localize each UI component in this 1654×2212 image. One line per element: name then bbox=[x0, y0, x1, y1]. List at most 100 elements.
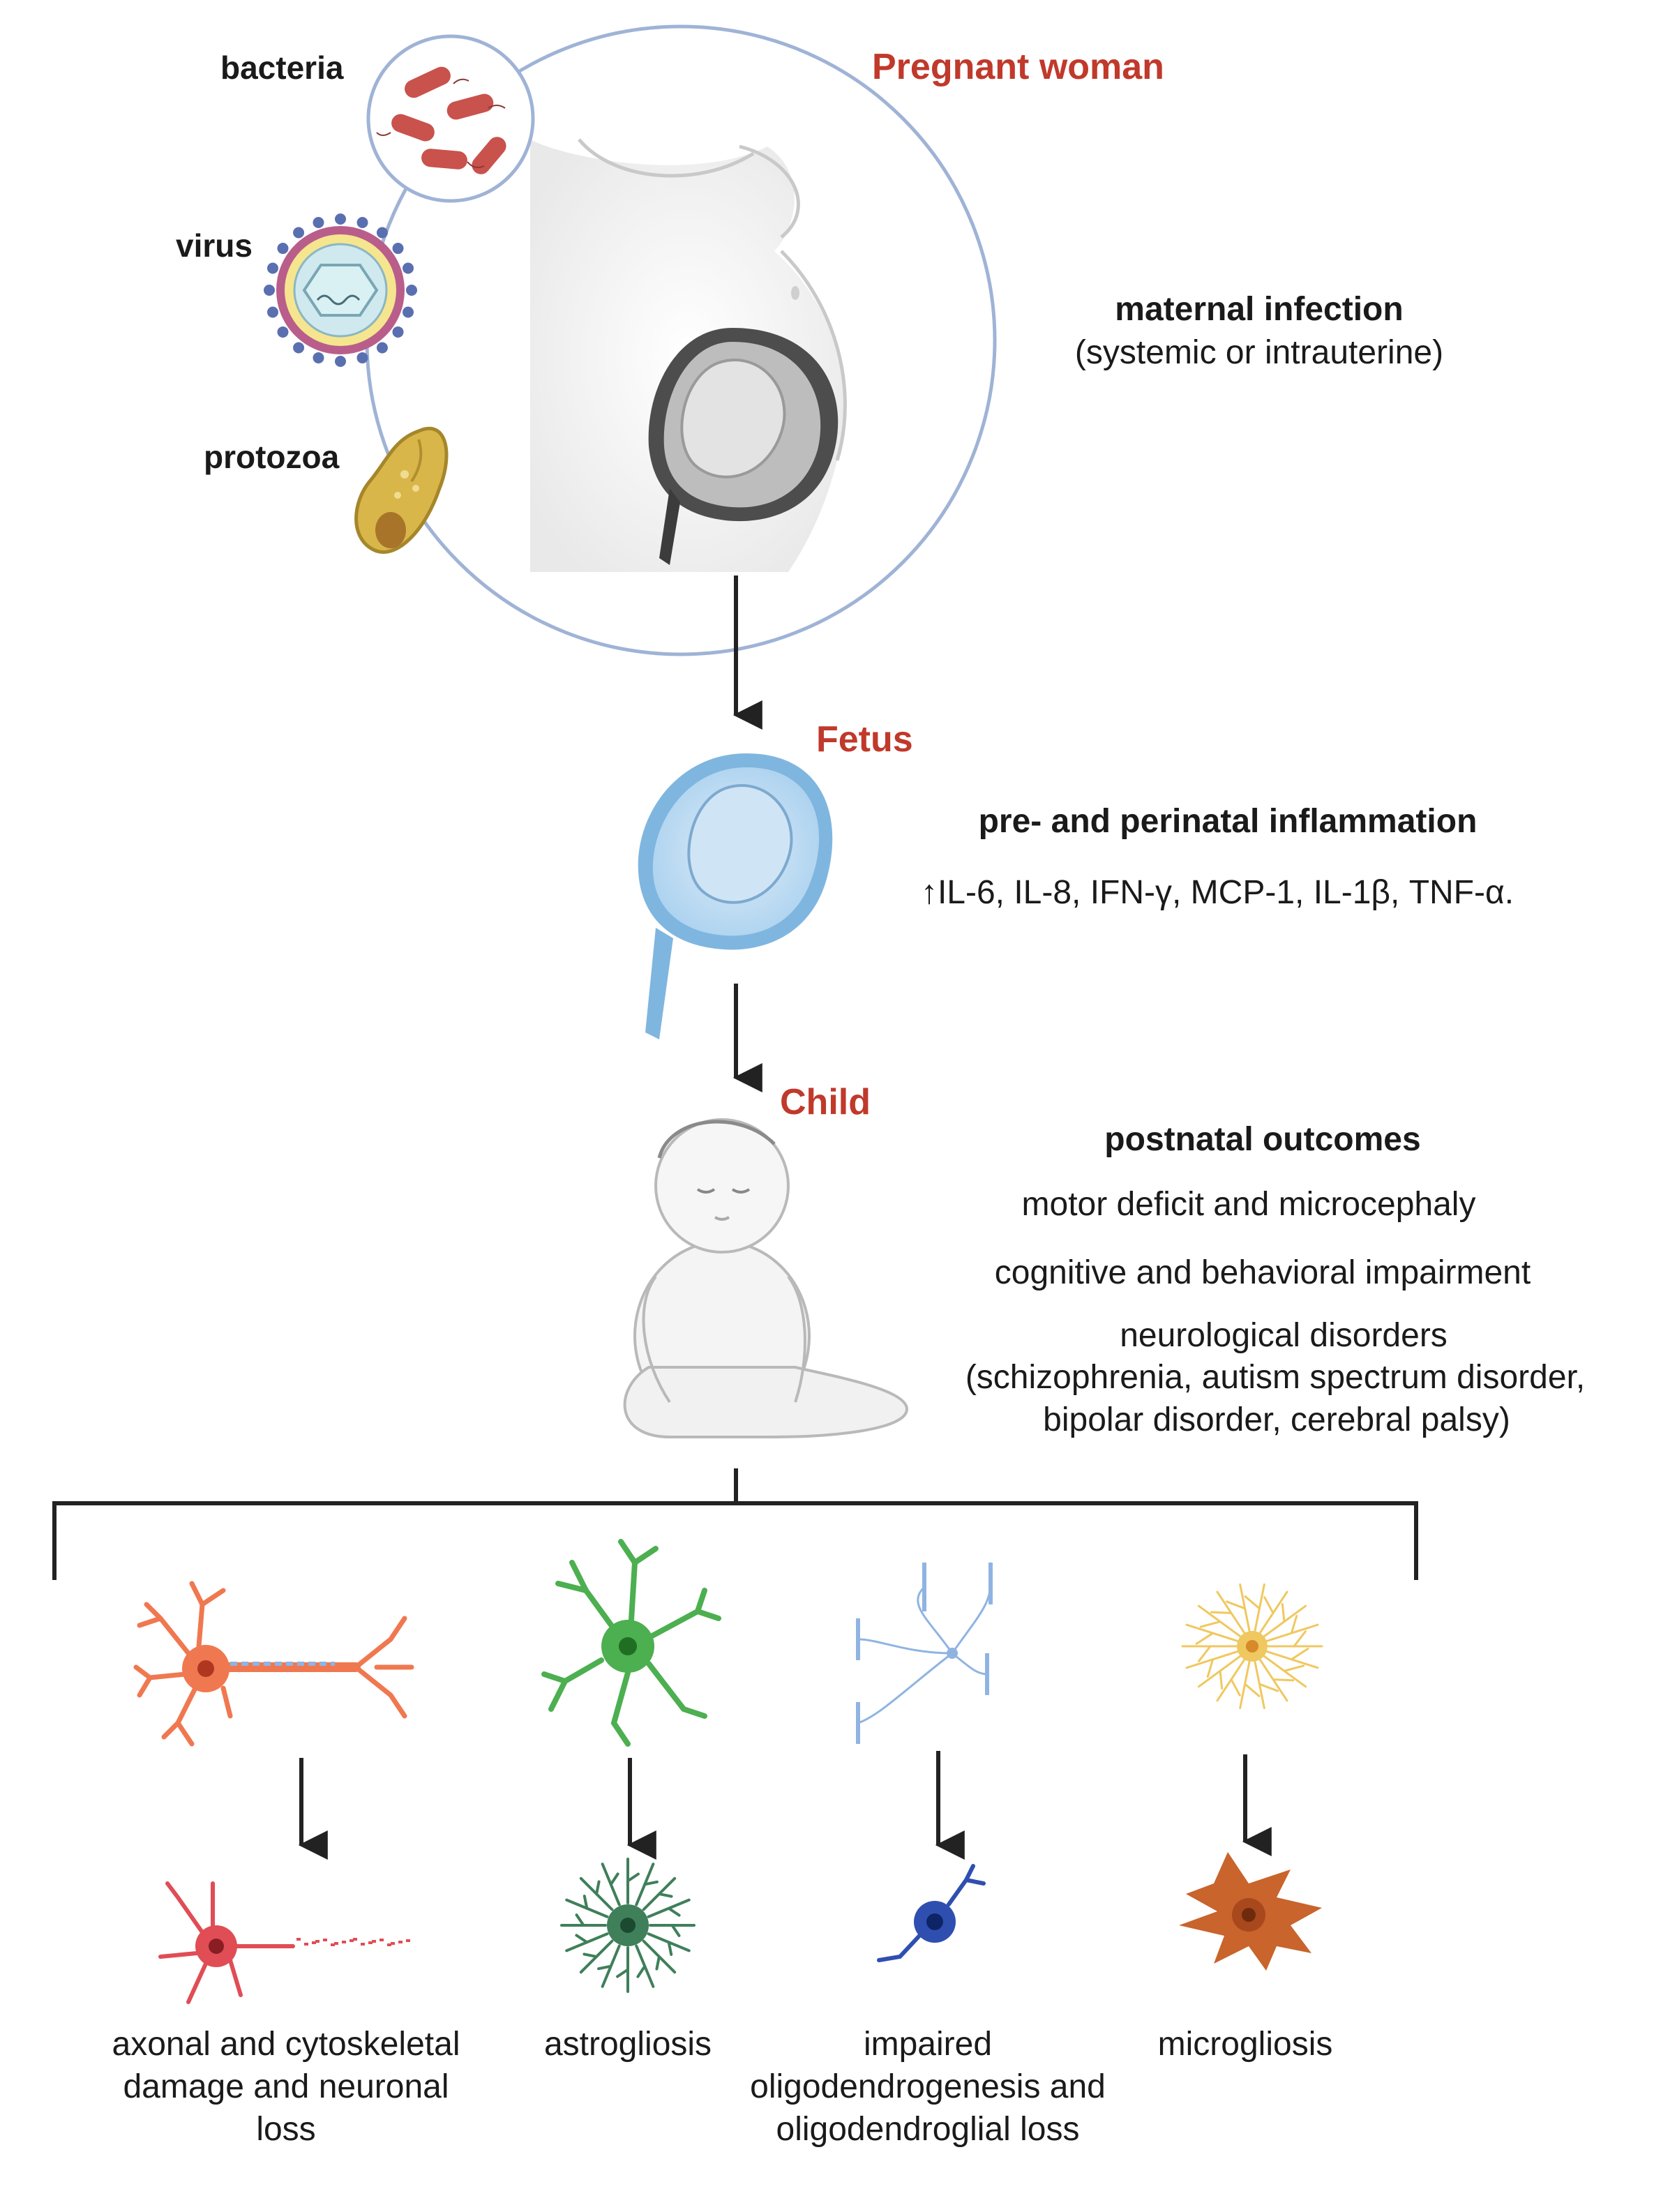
axon-fragment bbox=[323, 1939, 327, 1941]
axon-fragment bbox=[353, 1938, 357, 1941]
postnatal-outcome-neurological: neurological disorders bbox=[1120, 1317, 1448, 1354]
virus-spike bbox=[266, 306, 278, 318]
astrocyte-process bbox=[649, 1924, 696, 1937]
maternal-infection-subtitle: (systemic or intrauterine) bbox=[1074, 334, 1444, 371]
microglia-process bbox=[1210, 1590, 1247, 1636]
virus-spike bbox=[376, 227, 388, 239]
fetus-title: Fetus bbox=[816, 719, 913, 760]
astrocyte-process bbox=[647, 1932, 691, 1956]
maternal-infection-heading: maternal infection bbox=[1115, 291, 1404, 328]
astrocyte-process bbox=[597, 1944, 621, 1988]
cytokine-list: ↑IL-6, IL-8, IFN-γ, MCP-1, IL-1β, TNF-α. bbox=[920, 874, 1514, 911]
protozoa-illustration bbox=[354, 426, 449, 554]
axon-fragment bbox=[406, 1939, 410, 1942]
microglia-process bbox=[1181, 1645, 1240, 1662]
pregnant-woman-title: Pregnant woman bbox=[872, 47, 1164, 87]
virus-spike bbox=[403, 262, 414, 274]
astrocyte-process bbox=[626, 1858, 640, 1904]
microglia-process bbox=[1225, 1583, 1251, 1634]
microglia-process bbox=[1258, 1590, 1288, 1636]
reactive-microglia-illustration bbox=[1179, 1852, 1322, 1971]
microglia-process bbox=[1265, 1630, 1323, 1648]
axon-fragment bbox=[361, 1943, 365, 1946]
impaired-oligodendrocyte-illustration bbox=[877, 1864, 986, 1962]
virus-spike bbox=[392, 326, 404, 338]
virus-spike bbox=[356, 352, 368, 364]
bracket-connector bbox=[52, 1468, 1418, 1580]
virus-spike bbox=[406, 285, 417, 296]
reactive-astrocyte-illustration bbox=[560, 1858, 696, 1993]
virus-spike bbox=[403, 306, 414, 318]
astrocyte-process bbox=[601, 1863, 621, 1906]
virus-spike bbox=[376, 342, 388, 354]
neuronal-loss-label: axonal and cytoskeletal damage and neuro… bbox=[112, 2026, 460, 2148]
postnatal-outcome-neurological-list-2: bipolar disorder, cerebral palsy) bbox=[1043, 1401, 1510, 1438]
astrocyte-process bbox=[565, 1932, 609, 1953]
microglia-illustration bbox=[1181, 1583, 1323, 1710]
axon-fragment bbox=[331, 1943, 335, 1946]
axon-fragment bbox=[334, 1942, 338, 1945]
virus-spike bbox=[277, 243, 289, 255]
virus-spike bbox=[293, 342, 305, 354]
virus-spike bbox=[335, 356, 346, 367]
pregnant-woman-illustration bbox=[530, 138, 847, 572]
virus-spike bbox=[277, 326, 289, 338]
astrocyte-process bbox=[616, 1946, 629, 1993]
astrocyte-illustration bbox=[541, 1539, 721, 1747]
neuron-healthy-illustration bbox=[133, 1581, 414, 1747]
fetus-illustration bbox=[638, 753, 833, 1039]
axon-fragment bbox=[342, 1941, 346, 1943]
virus-illustration bbox=[264, 213, 417, 367]
astrocyte-process bbox=[579, 1939, 614, 1974]
virus-spike bbox=[266, 262, 278, 274]
astrocyte-process bbox=[642, 1939, 677, 1974]
axon-fragment bbox=[379, 1939, 384, 1941]
microglia-process bbox=[1197, 1654, 1243, 1690]
astrocyte-process bbox=[635, 1944, 655, 1988]
astrocyte-process bbox=[565, 1895, 609, 1918]
protozoa-label: protozoa bbox=[204, 439, 340, 475]
axon-fragment bbox=[368, 1941, 373, 1944]
child-title: Child bbox=[780, 1082, 871, 1122]
virus-label: virus bbox=[176, 227, 253, 264]
microglia-process bbox=[1258, 1657, 1295, 1702]
bacteria-illustration bbox=[366, 34, 535, 203]
oligodendrocyte-illustration bbox=[856, 1563, 993, 1744]
astrogliosis-label: astrogliosis bbox=[543, 2026, 712, 2063]
microglia-process bbox=[1264, 1614, 1319, 1643]
axon-fragment bbox=[372, 1940, 376, 1943]
virus-spike bbox=[335, 213, 346, 225]
microglia-process bbox=[1185, 1650, 1240, 1678]
microglia-process bbox=[1261, 1602, 1307, 1639]
astrocyte-process bbox=[642, 1876, 677, 1911]
virus-spike bbox=[356, 216, 368, 228]
postnatal-outcome-neurological-list-1: (schizophrenia, autism spectrum disorder… bbox=[965, 1359, 1586, 1396]
inflammation-heading: pre- and perinatal inflammation bbox=[978, 803, 1478, 840]
virus-spike bbox=[313, 216, 324, 228]
axon-fragment bbox=[304, 1943, 308, 1946]
bacteria-label: bacteria bbox=[220, 50, 344, 86]
microglia-process bbox=[1253, 1659, 1279, 1710]
axon-fragment bbox=[349, 1939, 354, 1942]
astrocyte-process bbox=[647, 1898, 691, 1918]
oligodendroglial-loss-label: impaired oligodendrogenesis and oligoden… bbox=[750, 2026, 1106, 2148]
postnatal-outcome-cognitive: cognitive and behavioral impairment bbox=[994, 1254, 1531, 1291]
microglia-process bbox=[1264, 1648, 1319, 1669]
virus-spike bbox=[264, 285, 275, 296]
axon-fragment bbox=[312, 1941, 316, 1944]
microglia-process bbox=[1244, 1583, 1265, 1634]
virus-spike bbox=[293, 227, 305, 239]
astrocyte-process bbox=[560, 1913, 607, 1927]
axon-fragment bbox=[387, 1943, 391, 1946]
postnatal-outcome-motor: motor deficit and microcephaly bbox=[1021, 1186, 1476, 1223]
astrocyte-process bbox=[579, 1876, 614, 1911]
microglia-process bbox=[1261, 1654, 1307, 1688]
astrocyte-process bbox=[635, 1863, 659, 1906]
virus-spike bbox=[313, 352, 324, 364]
virus-spike bbox=[392, 243, 404, 255]
axon-fragment bbox=[391, 1942, 395, 1945]
neuron-damaged-illustration bbox=[158, 1881, 410, 2004]
microglia-process bbox=[1197, 1604, 1243, 1639]
axon-fragment bbox=[398, 1941, 403, 1943]
